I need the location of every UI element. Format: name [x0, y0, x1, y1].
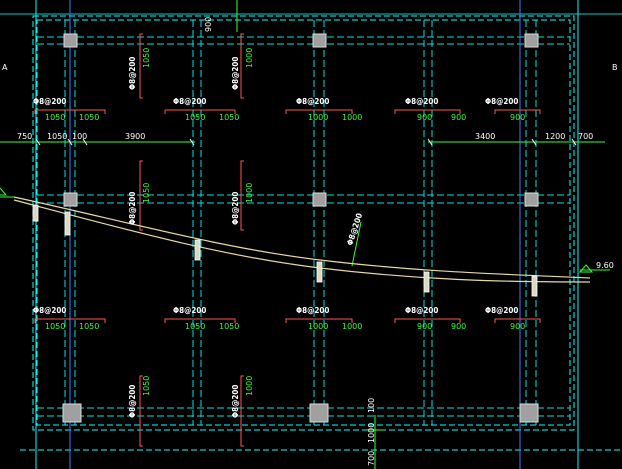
ramp-post: [32, 204, 39, 222]
ramp-post: [194, 239, 201, 261]
overall-dim: 700: [578, 132, 593, 141]
rebar-label-vertical: Φ8@200: [231, 57, 240, 90]
rebar-span-dim: 900: [510, 322, 525, 331]
vertical-dim: 700: [367, 451, 376, 466]
dimension-ticks: [35, 138, 577, 146]
rebar-label-vertical: Φ8@200: [231, 385, 240, 418]
section-leader: [351, 221, 362, 267]
rebar-span-dim: 1050: [45, 113, 65, 122]
rebar-label-horizontal: Φ8@200: [405, 97, 438, 106]
ramp-end-marker: [578, 264, 594, 273]
section-label: Φ8@200: [345, 212, 364, 247]
rebar-label-horizontal: Φ8@200: [296, 306, 329, 315]
rebar-label-horizontal: Φ8@200: [485, 306, 518, 315]
rebar-label-horizontal: Φ8@200: [485, 97, 518, 106]
dimension-labels: 1050 1050 1050 1050 1000 1000 900 900 900 1050 105…: [17, 17, 593, 466]
rebar-span-dim: 900: [417, 322, 432, 331]
column: [309, 403, 329, 423]
ramp-post: [64, 211, 71, 236]
rebar-span-dim: 1000: [342, 322, 362, 331]
overall-dim: 100: [72, 132, 87, 141]
columns: [62, 33, 539, 423]
rebar-span-dim: 900: [417, 113, 432, 122]
rebar-brackets-horizontal: [34, 109, 541, 323]
rebar-label-horizontal: Φ8@200: [173, 306, 206, 315]
rebar-span-dim-vertical: 1050: [142, 376, 151, 396]
column: [63, 33, 78, 48]
rebar-span-dim: 1050: [45, 322, 65, 331]
ramp-start-marker: [0, 187, 8, 196]
vertical-dim: 900: [204, 17, 213, 32]
rebar-span-dim: 1050: [185, 113, 205, 122]
left-edge-label: A: [2, 63, 8, 72]
dimension-lines: [0, 0, 605, 469]
rebar-label-horizontal: Φ8@200: [405, 306, 438, 315]
column: [312, 33, 327, 48]
rebar-span-dim: 1000: [308, 113, 328, 122]
overall-dim: 1050: [47, 132, 67, 141]
column: [524, 33, 539, 48]
ramp-posts: [32, 204, 538, 297]
column: [519, 403, 539, 423]
ramp-curve-upper: [13, 196, 591, 279]
rebar-span-dim: 1000: [342, 113, 362, 122]
column: [63, 192, 78, 207]
rebar-span-dim: 900: [451, 113, 466, 122]
overall-dim: 3900: [125, 132, 145, 141]
right-edge-label: B: [612, 63, 618, 72]
ramp-post: [423, 271, 430, 293]
rebar-span-dim-vertical: 1000: [245, 376, 254, 396]
rebar-span-dim-vertical: 1000: [245, 48, 254, 68]
rebar-label-vertical: Φ8@200: [128, 57, 137, 90]
overall-dim: 750: [17, 132, 32, 141]
vertical-dim: 100: [367, 398, 376, 413]
column: [312, 192, 327, 207]
column: [62, 403, 82, 423]
ramp-post: [316, 261, 323, 283]
ramp-post: [531, 275, 538, 297]
rebar-label-vertical: Φ8@200: [128, 385, 137, 418]
rebar-span-dim: 1050: [219, 113, 239, 122]
rebar-label-horizontal: Φ8@200: [33, 306, 66, 315]
rebar-brackets-vertical: [139, 33, 244, 447]
rebar-span-dim: 1050: [79, 113, 99, 122]
rebar-label-vertical: Φ8@200: [128, 192, 137, 225]
rebar-span-dim: 1050: [79, 322, 99, 331]
rebar-span-dim: 1000: [308, 322, 328, 331]
vertical-dim: 1000: [367, 423, 376, 443]
rebar-label-horizontal: Φ8@200: [33, 97, 66, 106]
rebar-span-dim-vertical: 1050: [142, 48, 151, 68]
rebar-label-horizontal: Φ8@200: [296, 97, 329, 106]
column: [524, 192, 539, 207]
axis-lines: [69, 0, 521, 469]
rebar-span-dim-vertical: 1000: [245, 183, 254, 203]
beam-grid: [37, 20, 570, 425]
rebar-span-dim: 900: [510, 113, 525, 122]
rebar-label-vertical: Φ8@200: [231, 192, 240, 225]
ramp-end-elevation-label: 9.60: [596, 261, 614, 270]
rebar-span-dim-vertical: 1050: [142, 183, 151, 203]
overall-dim: 3400: [475, 132, 495, 141]
ramp-curve-lower: [13, 199, 591, 283]
overall-dim: 1200: [545, 132, 565, 141]
rebar-span-dim: 1050: [219, 322, 239, 331]
rebar-label-horizontal: Φ8@200: [173, 97, 206, 106]
rebar-span-dim: 900: [451, 322, 466, 331]
rebar-span-dim: 1050: [185, 322, 205, 331]
